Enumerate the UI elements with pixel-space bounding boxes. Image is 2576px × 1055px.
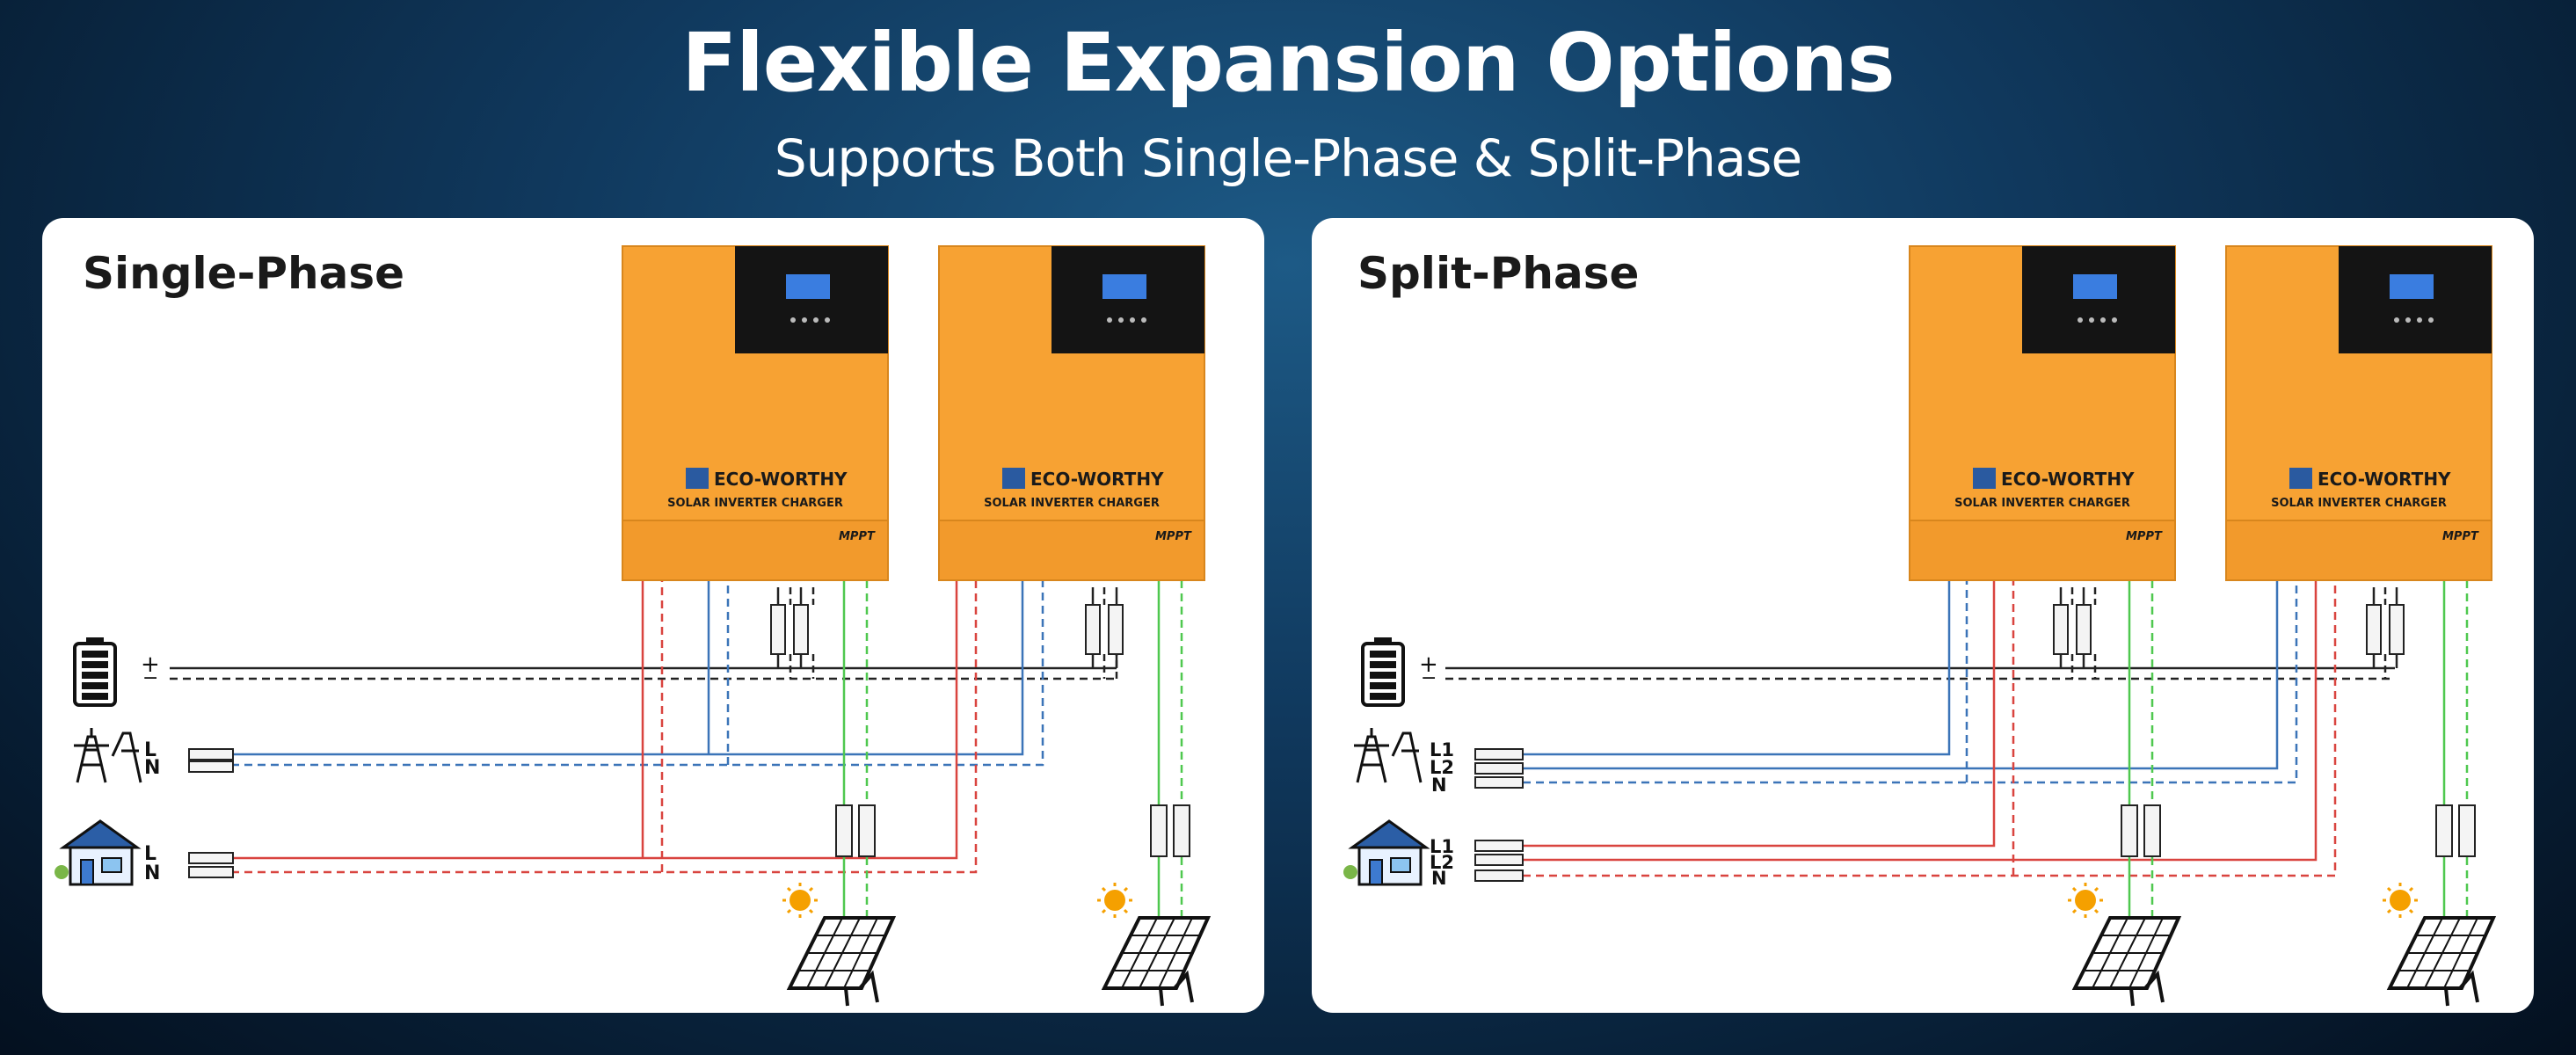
brand-logo-icon: [2289, 468, 2312, 489]
solar-panel-icon: [786, 916, 897, 1007]
product-name: SOLAR INVERTER CHARGER: [2271, 497, 2447, 510]
battery-negative-label: −: [142, 667, 158, 689]
pv-negative-wire: [865, 580, 1183, 921]
grid-l-label: L: [144, 739, 156, 761]
lcd-screen: [786, 274, 830, 299]
brand-name: ECO-WORTHY: [2001, 469, 2135, 490]
house-icon: [1343, 819, 1430, 886]
sun-icon: [1097, 883, 1132, 918]
panel-title: Split-Phase: [1357, 248, 1639, 299]
load-l2-wire: [1523, 580, 2318, 862]
grid-breaker: [188, 748, 234, 773]
brand-logo-icon: [1002, 468, 1025, 489]
page-title: Flexible Expansion Options: [681, 16, 1895, 110]
pv-negative-wire: [2150, 580, 2469, 921]
grid-l1-label: L1: [1430, 739, 1454, 760]
sun-icon: [782, 883, 818, 918]
load-breaker: [188, 852, 234, 878]
pv-positive-wire: [842, 580, 1161, 921]
brand-name: ECO-WORTHY: [2318, 469, 2451, 490]
battery-icon: [1361, 637, 1405, 707]
battery-icon: [73, 637, 117, 707]
brand-logo-icon: [1973, 468, 1996, 489]
inverter-unit-2: ECO-WORTHY SOLAR INVERTER CHARGER MPPT: [2225, 245, 2492, 581]
grid-l2-wire: [1523, 580, 2279, 770]
inverter-unit-1: ECO-WORTHY SOLAR INVERTER CHARGER MPPT: [622, 245, 889, 581]
lcd-screen: [1102, 274, 1146, 299]
load-n-label: N: [144, 862, 160, 884]
grid-n-label: N: [1431, 775, 1447, 796]
load-l2-label: L2: [1430, 852, 1454, 873]
product-name: SOLAR INVERTER CHARGER: [1954, 497, 2130, 510]
grid-neutral-wire: [231, 580, 1044, 767]
load-neutral-wire: [231, 580, 978, 874]
lcd-screen: [2073, 274, 2117, 299]
load-l1-wire: [1523, 580, 1996, 848]
grid-breaker: [1474, 748, 1524, 789]
page-subtitle: Supports Both Single-Phase & Split-Phase: [774, 128, 1802, 188]
grid-line-wire: [231, 580, 1024, 756]
brand-name: ECO-WORTHY: [1030, 469, 1164, 490]
mppt-label: MPPT: [1155, 530, 1192, 543]
wiring: [170, 580, 1183, 921]
battery-positive-label: +: [141, 651, 160, 678]
brand-name: ECO-WORTHY: [714, 469, 848, 490]
grid-neutral-wire: [1523, 580, 2298, 784]
inverter-unit-2: ECO-WORTHY SOLAR INVERTER CHARGER MPPT: [938, 245, 1205, 581]
grid-l1-wire: [1523, 580, 1951, 756]
split-phase-panel: Split-Phase ECO-WORTHY SOLAR IN: [1312, 218, 2534, 1013]
sun-icon: [2383, 883, 2418, 918]
solar-panel-icon: [1101, 916, 1212, 1007]
house-icon: [55, 819, 142, 886]
power-tower-icon: [1354, 728, 1423, 783]
battery-positive-label: +: [1419, 651, 1438, 678]
battery-negative-label: −: [1421, 667, 1437, 689]
single-phase-panel: Single-Phase ECO-WORTHY SOLAR INVER: [42, 218, 1264, 1013]
product-name: SOLAR INVERTER CHARGER: [984, 497, 1160, 510]
mppt-label: MPPT: [2126, 530, 2163, 543]
sun-icon: [2068, 883, 2103, 918]
pv-positive-wire: [2128, 580, 2446, 921]
grid-n-label: N: [144, 757, 160, 779]
solar-panel-icon: [2071, 916, 2182, 1007]
load-line-wire: [231, 580, 958, 860]
power-tower-icon: [74, 728, 142, 783]
product-name: SOLAR INVERTER CHARGER: [667, 497, 843, 510]
load-l-label: L: [144, 843, 156, 865]
lcd-screen: [2390, 274, 2434, 299]
brand-logo-icon: [686, 468, 709, 489]
load-n-label: N: [1431, 868, 1447, 889]
dc-breakers: [2053, 604, 2476, 857]
load-l1-label: L1: [1430, 836, 1454, 857]
mppt-label: MPPT: [839, 530, 876, 543]
grid-l2-label: L2: [1430, 757, 1454, 778]
load-neutral-wire: [1523, 580, 2337, 877]
wiring: [1445, 580, 2469, 921]
inverter-unit-1: ECO-WORTHY SOLAR INVERTER CHARGER MPPT: [1909, 245, 2176, 581]
dc-breakers: [770, 604, 1190, 857]
solar-panel-icon: [2386, 916, 2497, 1007]
load-breaker: [1474, 840, 1524, 882]
panel-title: Single-Phase: [83, 248, 404, 299]
mppt-label: MPPT: [2442, 530, 2479, 543]
